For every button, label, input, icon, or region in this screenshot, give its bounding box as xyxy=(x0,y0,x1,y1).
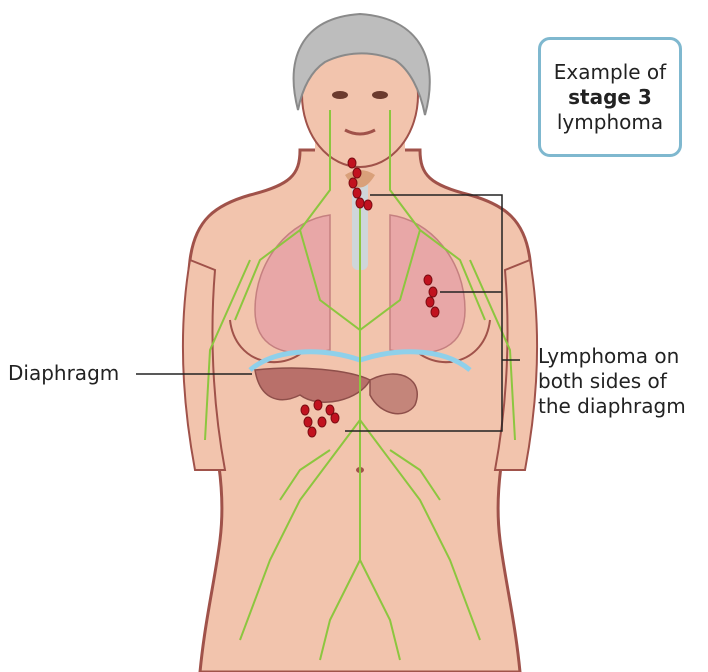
lymphoma-node xyxy=(424,275,432,285)
lymphoma-node xyxy=(348,158,356,168)
callout-line-3: lymphoma xyxy=(557,110,663,135)
lymphoma-label: Lymphoma on both sides of the diaphragm xyxy=(538,344,708,419)
left-eye xyxy=(332,91,348,99)
lymphoma-node xyxy=(353,188,361,198)
lymphoma-node xyxy=(364,200,372,210)
lymphoma-node xyxy=(349,178,357,188)
stage-callout-box: Example of stage 3 lymphoma xyxy=(538,37,682,157)
diaphragm-label: Diaphragm xyxy=(8,361,119,386)
lymphoma-node xyxy=(318,417,326,427)
lymphoma-node xyxy=(301,405,309,415)
lymphoma-label-line-2: both sides of xyxy=(538,369,708,394)
lymphoma-node xyxy=(431,307,439,317)
lymphoma-label-line-3: the diaphragm xyxy=(538,394,708,419)
lymphoma-node xyxy=(353,168,361,178)
lymphoma-node xyxy=(304,417,312,427)
callout-stage-label: stage 3 xyxy=(568,85,652,110)
lymphoma-node xyxy=(356,198,364,208)
lymphoma-node xyxy=(308,427,316,437)
right-eye xyxy=(372,91,388,99)
lymphoma-node xyxy=(331,413,339,423)
callout-line-1: Example of xyxy=(554,60,666,85)
lymphoma-node xyxy=(426,297,434,307)
lymphoma-label-line-1: Lymphoma on xyxy=(538,344,708,369)
lymphoma-node xyxy=(429,287,437,297)
lymphoma-node xyxy=(314,400,322,410)
